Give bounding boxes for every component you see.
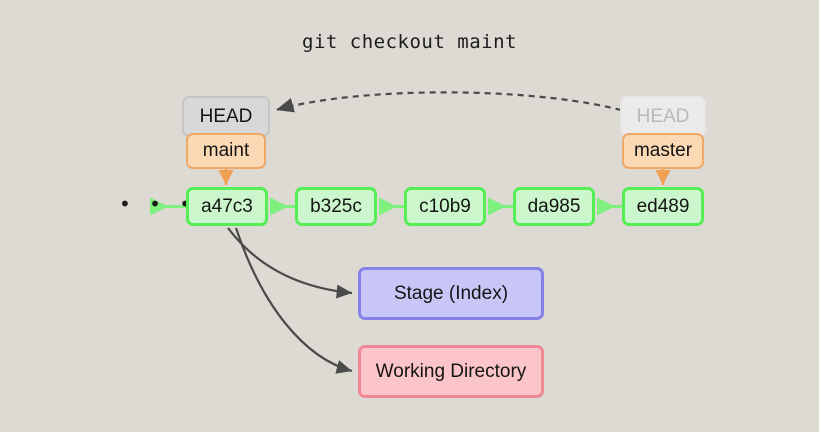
arrow-commit-to-working-directory: [234, 227, 353, 374]
commit-node-da985[interactable]: da985: [513, 187, 595, 226]
branch-pointer-arrows: [218, 169, 671, 185]
branch-ref-maint[interactable]: maint: [186, 133, 266, 169]
working-directory-box[interactable]: Working Directory: [358, 345, 544, 398]
arrow-commit-to-stage: [227, 227, 353, 299]
commit-node-c10b9[interactable]: c10b9: [404, 187, 486, 226]
ellipsis-more-commits: • • •: [119, 192, 198, 216]
head-move-dashed-arrow: [275, 91, 633, 115]
branch-ref-master[interactable]: master: [622, 133, 704, 169]
diagram-title: git checkout maint: [302, 31, 517, 53]
head-label-master-ghost: HEAD: [620, 96, 706, 137]
commit-node-b325c[interactable]: b325c: [295, 187, 377, 226]
head-label-maint[interactable]: HEAD: [182, 96, 270, 137]
commit-node-ed489[interactable]: ed489: [622, 187, 704, 226]
commit-node-a47c3[interactable]: a47c3: [186, 187, 268, 226]
stage-index-box[interactable]: Stage (Index): [358, 267, 544, 320]
